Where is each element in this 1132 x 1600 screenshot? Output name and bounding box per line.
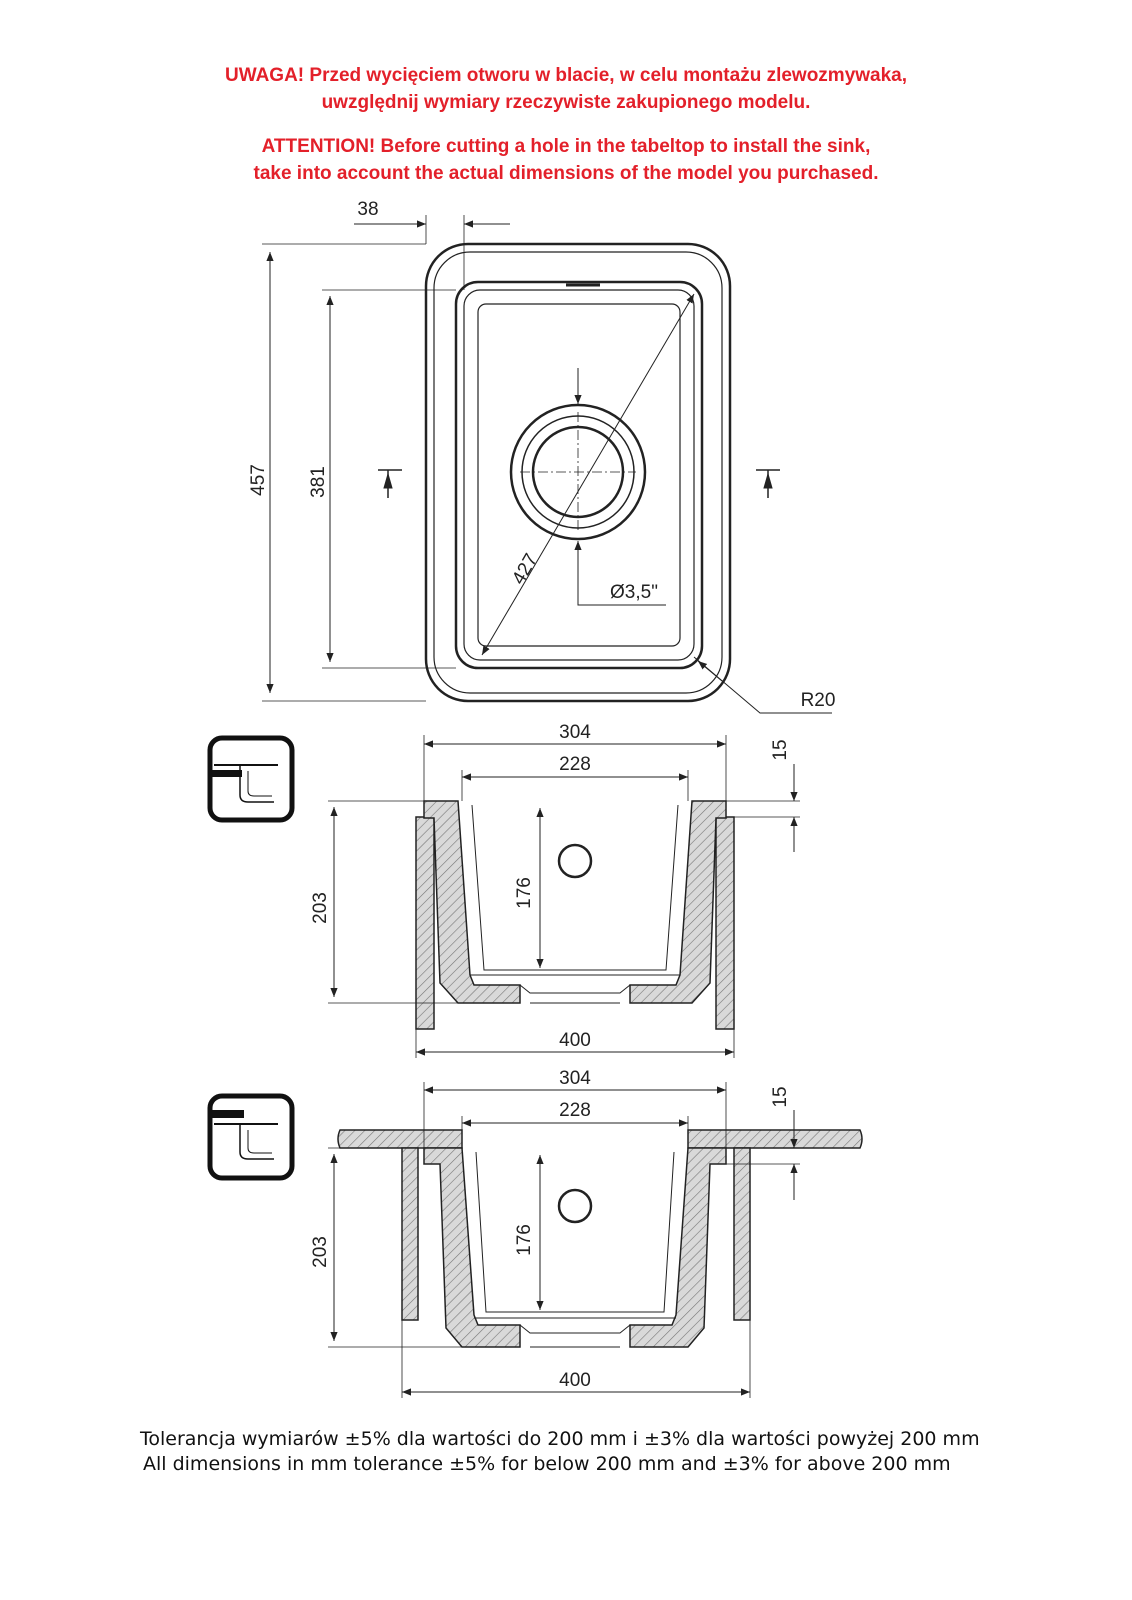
countertop-right [687, 1129, 863, 1149]
sink-body-right [629, 800, 727, 1004]
dim-radius-label: R20 [801, 690, 836, 711]
diagonal-dimension-line [481, 293, 695, 656]
undermount-dim-228: 228 [559, 1100, 591, 1121]
sink-body-right-2 [629, 1147, 727, 1348]
countertop-left [337, 1129, 463, 1149]
overmount-dim-400: 400 [559, 1030, 591, 1051]
bowl-inner-profile-2 [475, 1151, 675, 1313]
sink-body-left-2 [423, 1147, 521, 1348]
radius-arrow [697, 660, 723, 682]
drain-seat [519, 984, 631, 994]
dim-427-label: 427 [508, 550, 542, 588]
undermount-icon [207, 1093, 295, 1181]
warning-pl-line2: uwzględnij wymiary rzeczywiste zakupione… [321, 92, 811, 113]
warning-en-line2: take into account the actual dimensions … [253, 163, 879, 184]
drain-seat-2 [519, 1324, 631, 1334]
undermount-dim-203: 203 [310, 1236, 331, 1268]
overmount-dim-15: 15 [770, 739, 791, 760]
overmount-icon [207, 735, 295, 823]
warning-pl-line1: UWAGA! Przed wycięciem otworu w blacie, … [224, 65, 908, 86]
overmount-dim-176: 176 [514, 877, 535, 909]
top-view [262, 215, 832, 714]
cabinet-wall-left [415, 816, 435, 1030]
overmount-dim-304: 304 [559, 722, 591, 743]
cabinet-wall-right-2 [733, 1147, 751, 1321]
sink-outer-inner-line [433, 251, 723, 694]
cabinet-wall-left-2 [401, 1147, 419, 1321]
section-marker-left-arrow [383, 472, 393, 489]
warning-en-line1: ATTENTION! Before cutting a hole in the … [261, 136, 871, 157]
sink-body-left [423, 800, 521, 1004]
cabinet-wall-right [715, 816, 735, 1030]
undermount-dim-400: 400 [559, 1370, 591, 1391]
dim-381-label: 381 [308, 466, 329, 498]
bowl-inner-line [463, 289, 695, 661]
tolerance-note-en: All dimensions in mm tolerance ±5% for b… [143, 1453, 951, 1475]
tolerance-note-pl: Tolerancja wymiarów ±5% dla wartości do … [140, 1428, 980, 1450]
dim-38-label: 38 [357, 199, 378, 220]
overmount-dim-203: 203 [310, 892, 331, 924]
bowl-outline [454, 280, 704, 670]
overmount-dim-228: 228 [559, 754, 591, 775]
section-marker-right-arrow [763, 472, 773, 489]
undermount-dim-15: 15 [770, 1086, 791, 1107]
dim-drain-label: Ø3,5" [610, 582, 658, 603]
undermount-section [328, 1082, 863, 1398]
undermount-dim-176: 176 [514, 1224, 535, 1256]
bowl-inner-profile [471, 804, 679, 971]
overflow-hole [557, 843, 593, 879]
sink-outer-outline [424, 242, 732, 703]
overflow-hole-2 [557, 1188, 593, 1224]
dim-457-label: 457 [248, 464, 269, 496]
overmount-section [328, 735, 800, 1058]
undermount-dim-304: 304 [559, 1068, 591, 1089]
